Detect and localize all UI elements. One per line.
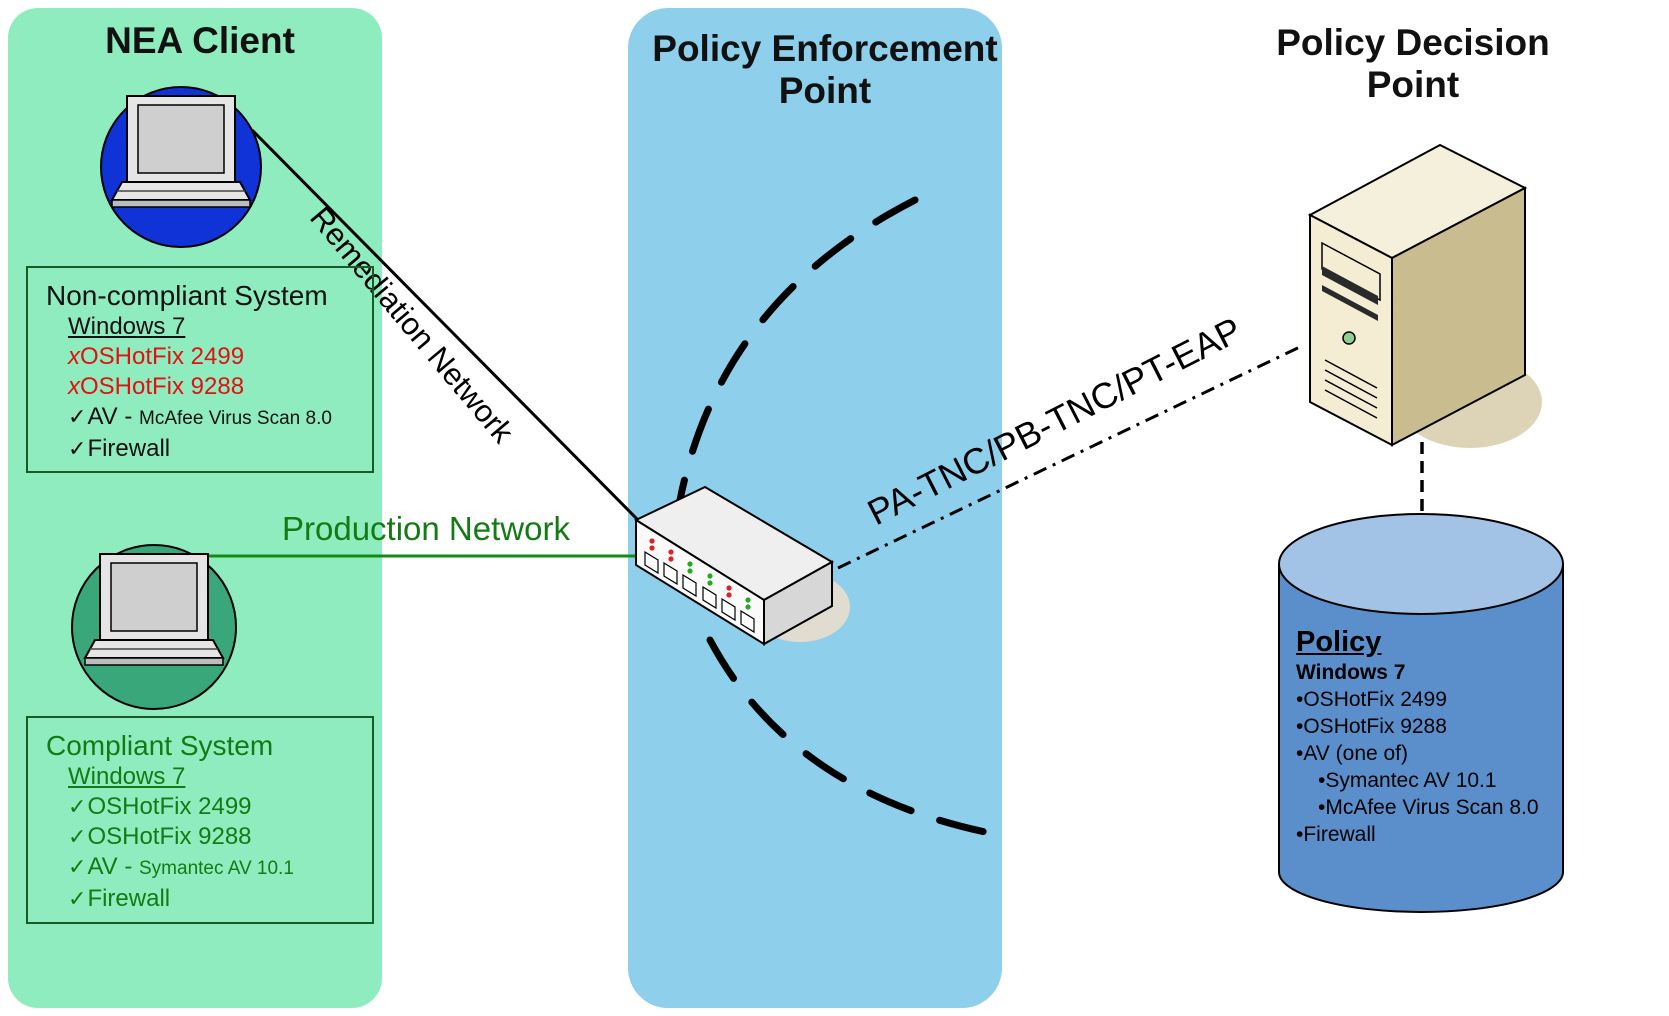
compliant-item: ✓OSHotFix 2499 [68,793,252,820]
check-icon: ✓ [68,404,87,429]
policy-item: •OSHotFix 2499 [1296,688,1447,711]
remediation-network-line [250,128,642,524]
compliant-os: Windows 7 [68,763,186,790]
noncompliant-item: xOSHotFix 9288 [68,373,245,400]
noncompliant-system-box: Non-compliant System Windows 7 xOSHotFix… [26,266,374,473]
policy-item: •Firewall [1296,823,1376,846]
noncompliant-item: xOSHotFix 2499 [68,343,245,370]
production-network-label: Production Network [282,510,570,547]
compliant-system-box: Compliant System Windows 7 ✓OSHotFix 249… [26,716,374,924]
policy-title: Policy [1296,626,1382,658]
compliant-title: Compliant System [46,730,274,761]
server-tower-icon [1307,143,1542,448]
wireless-arc-upper [676,196,919,504]
noncompliant-os: Windows 7 [68,313,186,340]
client-title: NEA Client [105,20,295,61]
network-switch-icon [633,485,850,646]
wireless-arc-lower [706,636,989,836]
pdp-title-line2: Point [1366,64,1460,105]
protocol-line [837,343,1305,570]
policy-item: •AV (one of) [1296,742,1409,765]
compliant-item: ✓OSHotFix 9288 [68,823,252,850]
policy-item: •OSHotFix 9288 [1296,715,1447,738]
policy-os: Windows 7 [1296,661,1406,684]
check-icon: ✓ [68,854,87,879]
laptop-icon [100,86,262,248]
pep-title: Policy Enforcement Point [628,28,1022,112]
policy-item: •Symantec AV 10.1 [1318,769,1497,792]
noncompliant-title: Non-compliant System [46,280,328,311]
compliant-item: ✓AV - Symantec AV 10.1 [68,853,294,880]
check-icon: ✓ [68,794,87,819]
laptop-icon [71,544,237,710]
noncompliant-item: ✓AV - McAfee Virus Scan 8.0 [68,403,332,430]
check-icon: ✓ [68,436,87,461]
compliant-item: ✓Firewall [68,885,171,912]
check-icon: ✓ [68,886,87,911]
pep-title-line1: Policy Enforcement [652,28,998,69]
policy-item: •McAfee Virus Scan 8.0 [1318,796,1539,819]
database-cylinder-icon [1278,513,1564,913]
policy-text: Policy Windows 7 •OSHotFix 2499 •OSHotFi… [1296,625,1566,848]
pep-title-line2: Point [778,70,872,111]
noncompliant-item: ✓Firewall [68,435,171,462]
pdp-title: Policy Decision Point [1258,22,1568,106]
check-icon: ✓ [68,824,87,849]
pdp-title-line1: Policy Decision [1276,22,1550,63]
